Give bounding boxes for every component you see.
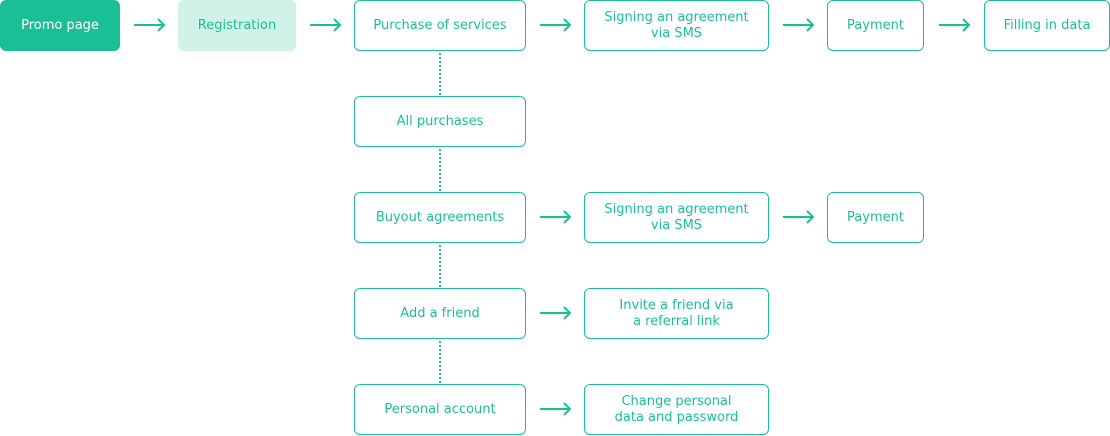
arrow-right-icon — [938, 18, 972, 32]
dotted-connector — [439, 149, 441, 191]
node-buyout-agreements: Buyout agreements — [354, 192, 526, 243]
arrow-right-icon — [309, 18, 343, 32]
dotted-connector — [439, 245, 441, 287]
dotted-connector — [439, 341, 441, 383]
node-payment: Payment — [827, 192, 924, 243]
arrow-right-icon — [782, 18, 816, 32]
node-all-purchases: All purchases — [354, 96, 526, 147]
arrow-right-icon — [539, 18, 573, 32]
arrow-right-icon — [133, 18, 167, 32]
node-promo-page: Promo page — [0, 0, 120, 51]
node-personal-account: Personal account — [354, 384, 526, 435]
arrow-right-icon — [539, 210, 573, 224]
arrow-right-icon — [539, 402, 573, 416]
node-add-a-friend: Add a friend — [354, 288, 526, 339]
dotted-connector — [439, 53, 441, 95]
arrow-right-icon — [782, 210, 816, 224]
node-filling-in-data: Filling in data — [984, 0, 1110, 51]
node-signing-agreement-sms: Signing an agreement via SMS — [584, 192, 769, 243]
arrow-right-icon — [539, 306, 573, 320]
node-payment: Payment — [827, 0, 924, 51]
node-purchase-of-services: Purchase of services — [354, 0, 526, 51]
node-registration: Registration — [178, 0, 296, 51]
node-invite-friend-referral: Invite a friend via a referral link — [584, 288, 769, 339]
node-signing-agreement-sms: Signing an agreement via SMS — [584, 0, 769, 51]
node-change-personal-data: Change personal data and password — [584, 384, 769, 435]
